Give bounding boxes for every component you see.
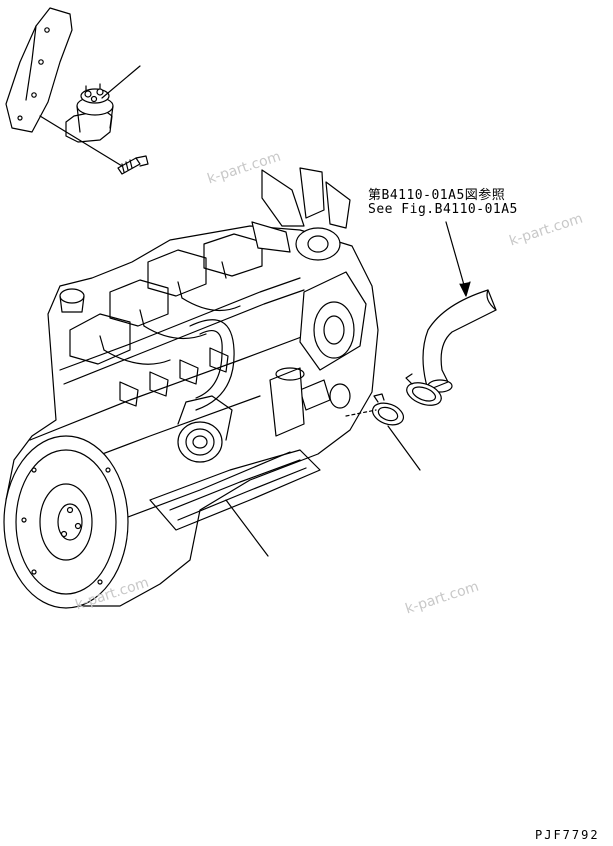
- relay-switch: [66, 84, 113, 142]
- turbocharger: [178, 396, 232, 462]
- bolt: [118, 156, 148, 174]
- leader-harness: [226, 500, 268, 556]
- mounting-bracket: [6, 8, 72, 132]
- reference-label-english: See Fig.B4110-01A5: [368, 202, 518, 217]
- hose-clamp-lower: [370, 394, 407, 429]
- cooling-fan: [252, 168, 350, 260]
- leader-relay: [102, 66, 140, 98]
- leader-bolt: [40, 116, 122, 166]
- water-pump: [270, 272, 366, 436]
- leader-reference-arrow: [460, 282, 470, 296]
- hose: [423, 290, 496, 392]
- leader-reference: [446, 222, 466, 292]
- reference-label-japanese: 第B4110-01A5図参照: [368, 188, 506, 203]
- leader-clamp-dashed: [346, 410, 376, 416]
- drawing-code: PJF7792: [535, 828, 600, 842]
- flywheel: [4, 436, 128, 608]
- hose-clamp-upper: [404, 374, 445, 410]
- leader-clamp: [388, 426, 420, 470]
